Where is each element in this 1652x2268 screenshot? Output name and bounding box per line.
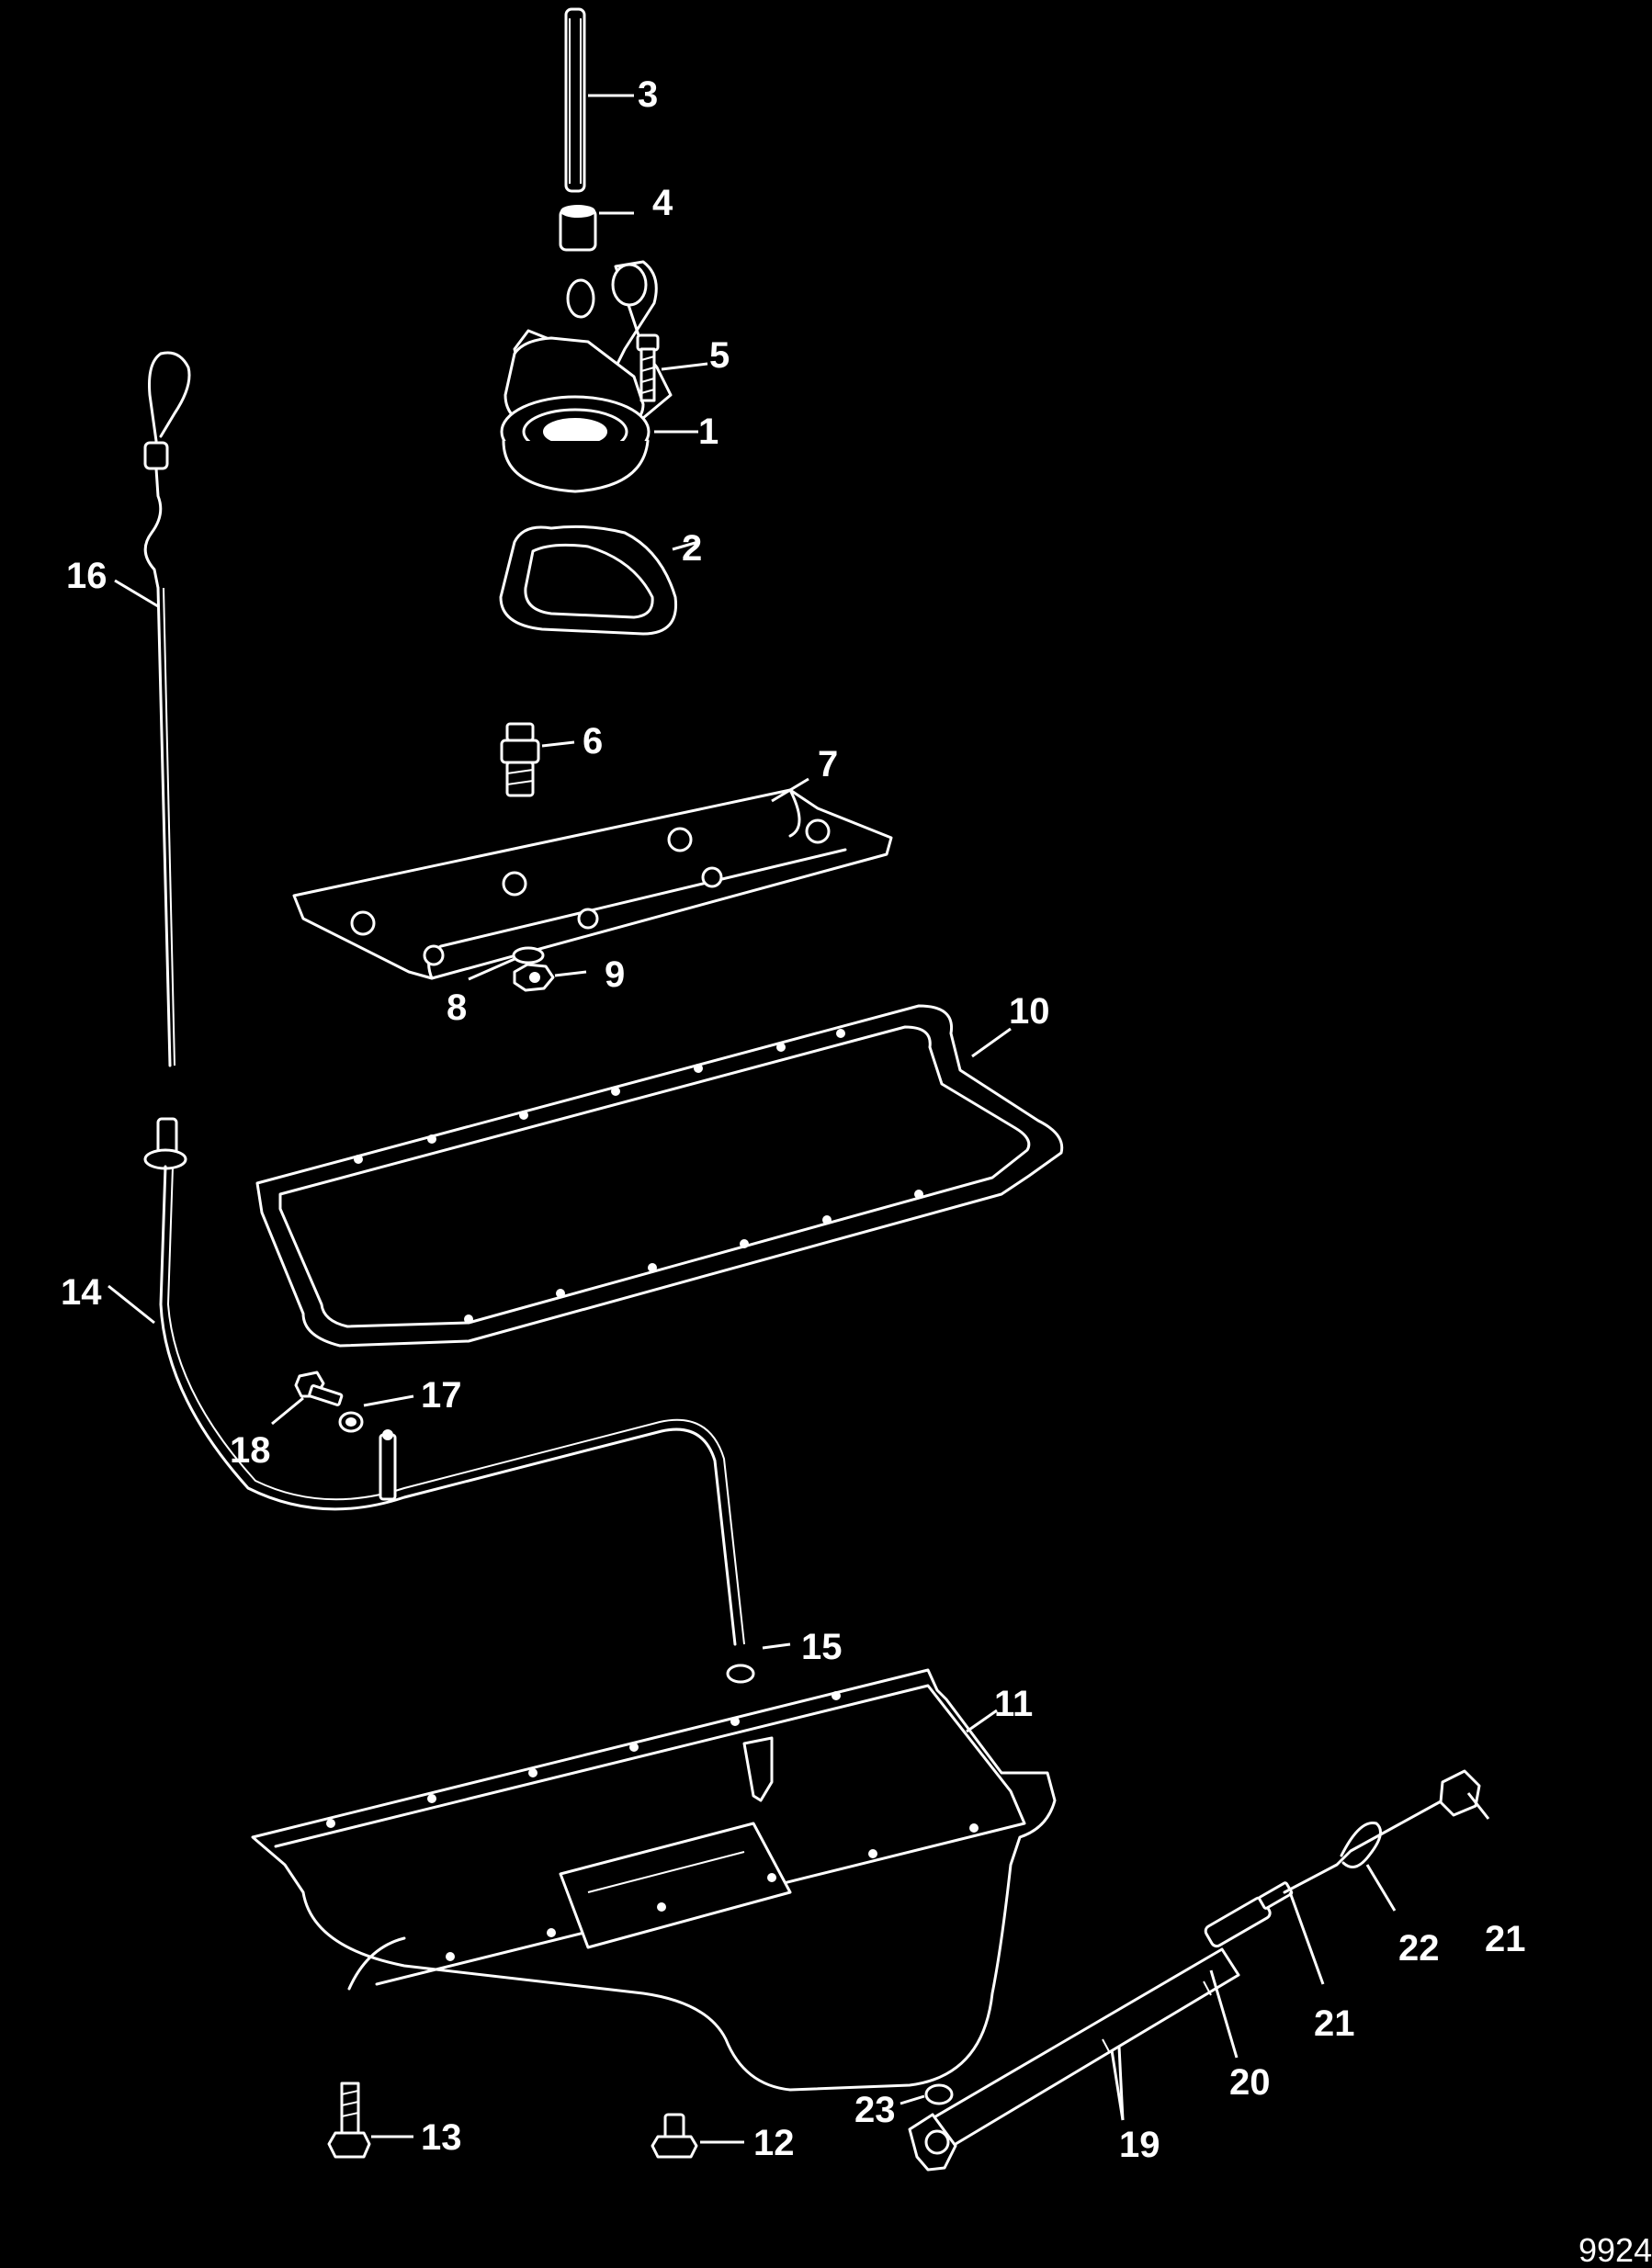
callout-6: 6 <box>583 721 603 762</box>
part-pump-gasket <box>499 525 678 636</box>
callout-22: 22 <box>1398 1928 1440 1969</box>
callout-21-top: 21 <box>1485 1919 1526 1959</box>
callout-19: 19 <box>1119 2125 1160 2165</box>
callout-labels: 3 4 5 1 2 16 6 7 9 8 10 14 17 18 15 11 2… <box>61 74 1526 2165</box>
part-drain-hose-assembly <box>908 1769 1481 2172</box>
callout-17: 17 <box>421 1375 462 1416</box>
part-oil-pan-gasket <box>255 1004 1064 1348</box>
part-stud <box>500 722 540 797</box>
callout-2: 2 <box>682 528 702 569</box>
callout-7: 7 <box>818 744 838 784</box>
callout-3: 3 <box>638 74 658 115</box>
callout-10: 10 <box>1009 991 1050 1032</box>
callout-18: 18 <box>230 1430 271 1471</box>
callout-13: 13 <box>421 2117 462 2158</box>
callout-1: 1 <box>698 412 719 452</box>
figure-id: 9924 <box>1578 2231 1652 2268</box>
part-pan-bolt <box>327 2082 371 2159</box>
callout-12: 12 <box>753 2123 795 2163</box>
callout-21-lower: 21 <box>1314 2003 1355 2044</box>
part-tube-o-ring <box>726 1664 755 1684</box>
callout-8: 8 <box>447 987 467 1028</box>
callout-23: 23 <box>854 2090 896 2130</box>
part-oil-pump <box>500 260 673 493</box>
part-washer-nut <box>512 946 555 992</box>
part-coupling-sleeve <box>559 205 597 252</box>
callout-14: 14 <box>61 1272 102 1313</box>
callout-15: 15 <box>801 1627 843 1667</box>
part-shaft <box>564 7 586 193</box>
callout-4: 4 <box>652 183 673 223</box>
callout-20: 20 <box>1229 2062 1271 2103</box>
part-dipstick-tube <box>143 1117 745 1646</box>
part-pump-bolt <box>636 333 660 402</box>
callout-9: 9 <box>605 954 625 995</box>
callout-5: 5 <box>709 335 730 376</box>
part-oil-pan <box>251 1668 1057 2092</box>
part-drain-plug <box>651 2113 698 2159</box>
part-tube-bolt-washer <box>294 1371 364 1433</box>
part-dipstick <box>143 351 191 1067</box>
callout-16: 16 <box>66 556 107 596</box>
part-windage-tray <box>292 788 893 980</box>
callout-11: 11 <box>994 1684 1033 1724</box>
